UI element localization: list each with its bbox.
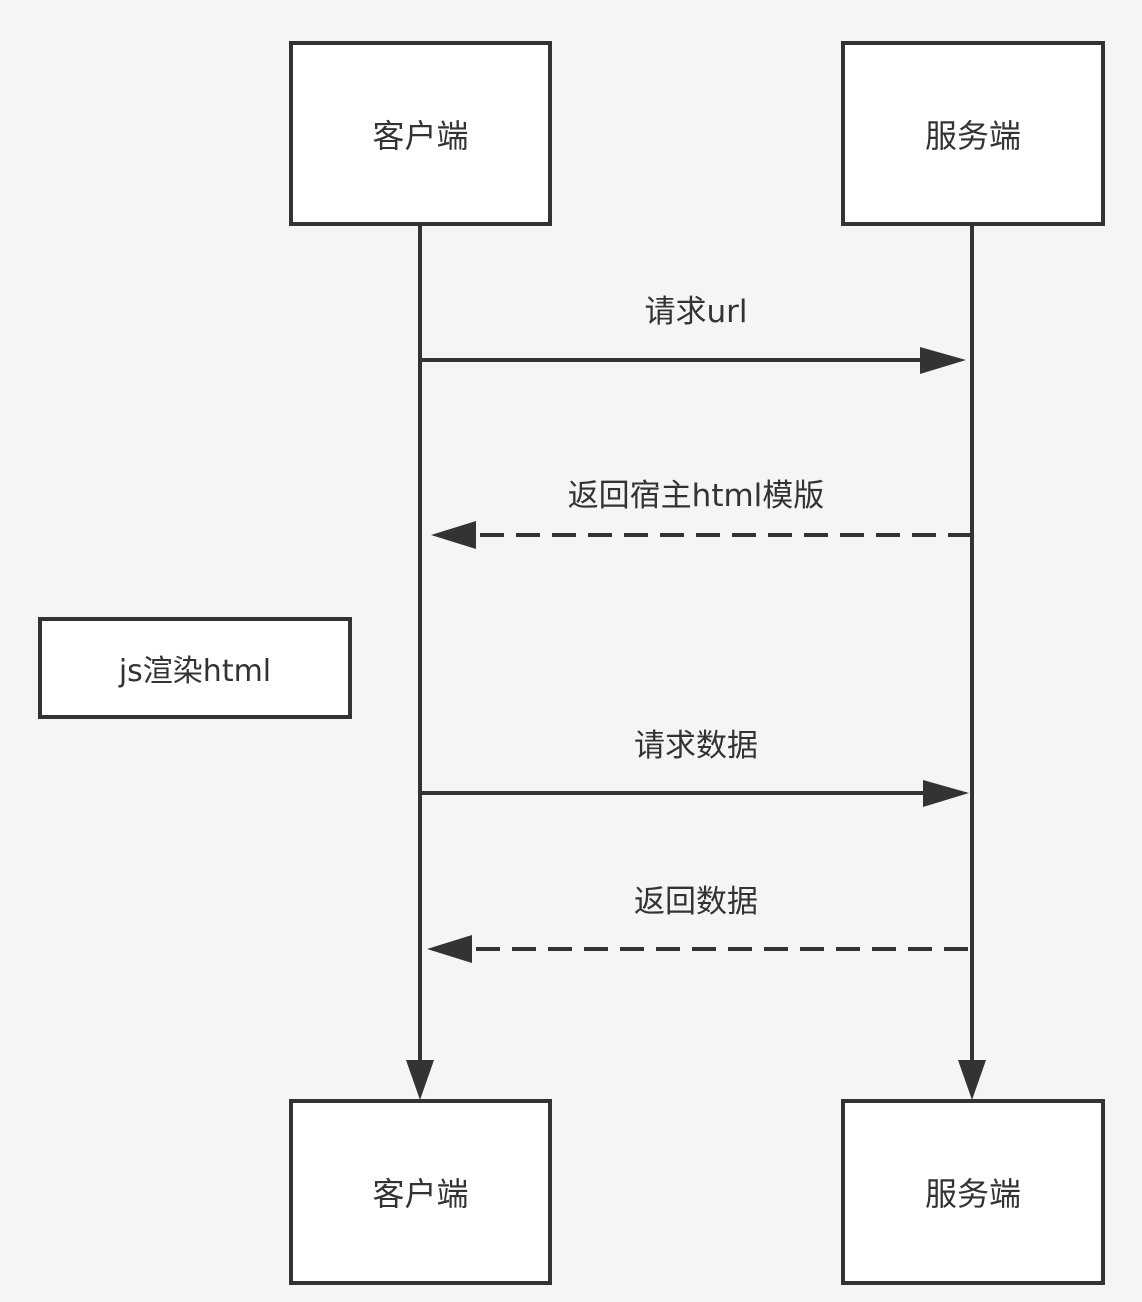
server-box-bottom: 服务端 [841, 1099, 1105, 1285]
message-request-url-arrowhead [920, 347, 966, 374]
client-label-top: 客户端 [372, 116, 469, 155]
client-lifeline-arrowhead [406, 1060, 434, 1100]
message-label-request-url: 请求url [644, 294, 748, 330]
message-return-template-arrowhead [431, 521, 476, 549]
message-label-return-template: 返回宿主html模版 [567, 478, 825, 514]
message-label-request-data: 请求数据 [634, 728, 758, 764]
note-box: js渲染html [38, 617, 352, 719]
server-box-top: 服务端 [841, 41, 1105, 226]
message-request-data-arrowhead [923, 780, 969, 807]
server-label-top: 服务端 [924, 116, 1021, 155]
server-label-bottom: 服务端 [924, 1175, 1021, 1213]
client-box-top: 客户端 [289, 41, 552, 226]
client-box-bottom: 客户端 [289, 1099, 552, 1285]
client-label-bottom: 客户端 [372, 1175, 469, 1213]
message-return-data-arrowhead [427, 935, 472, 963]
note-label: js渲染html [118, 654, 272, 689]
message-label-return-data: 返回数据 [634, 884, 758, 920]
server-lifeline-arrowhead [958, 1060, 986, 1100]
